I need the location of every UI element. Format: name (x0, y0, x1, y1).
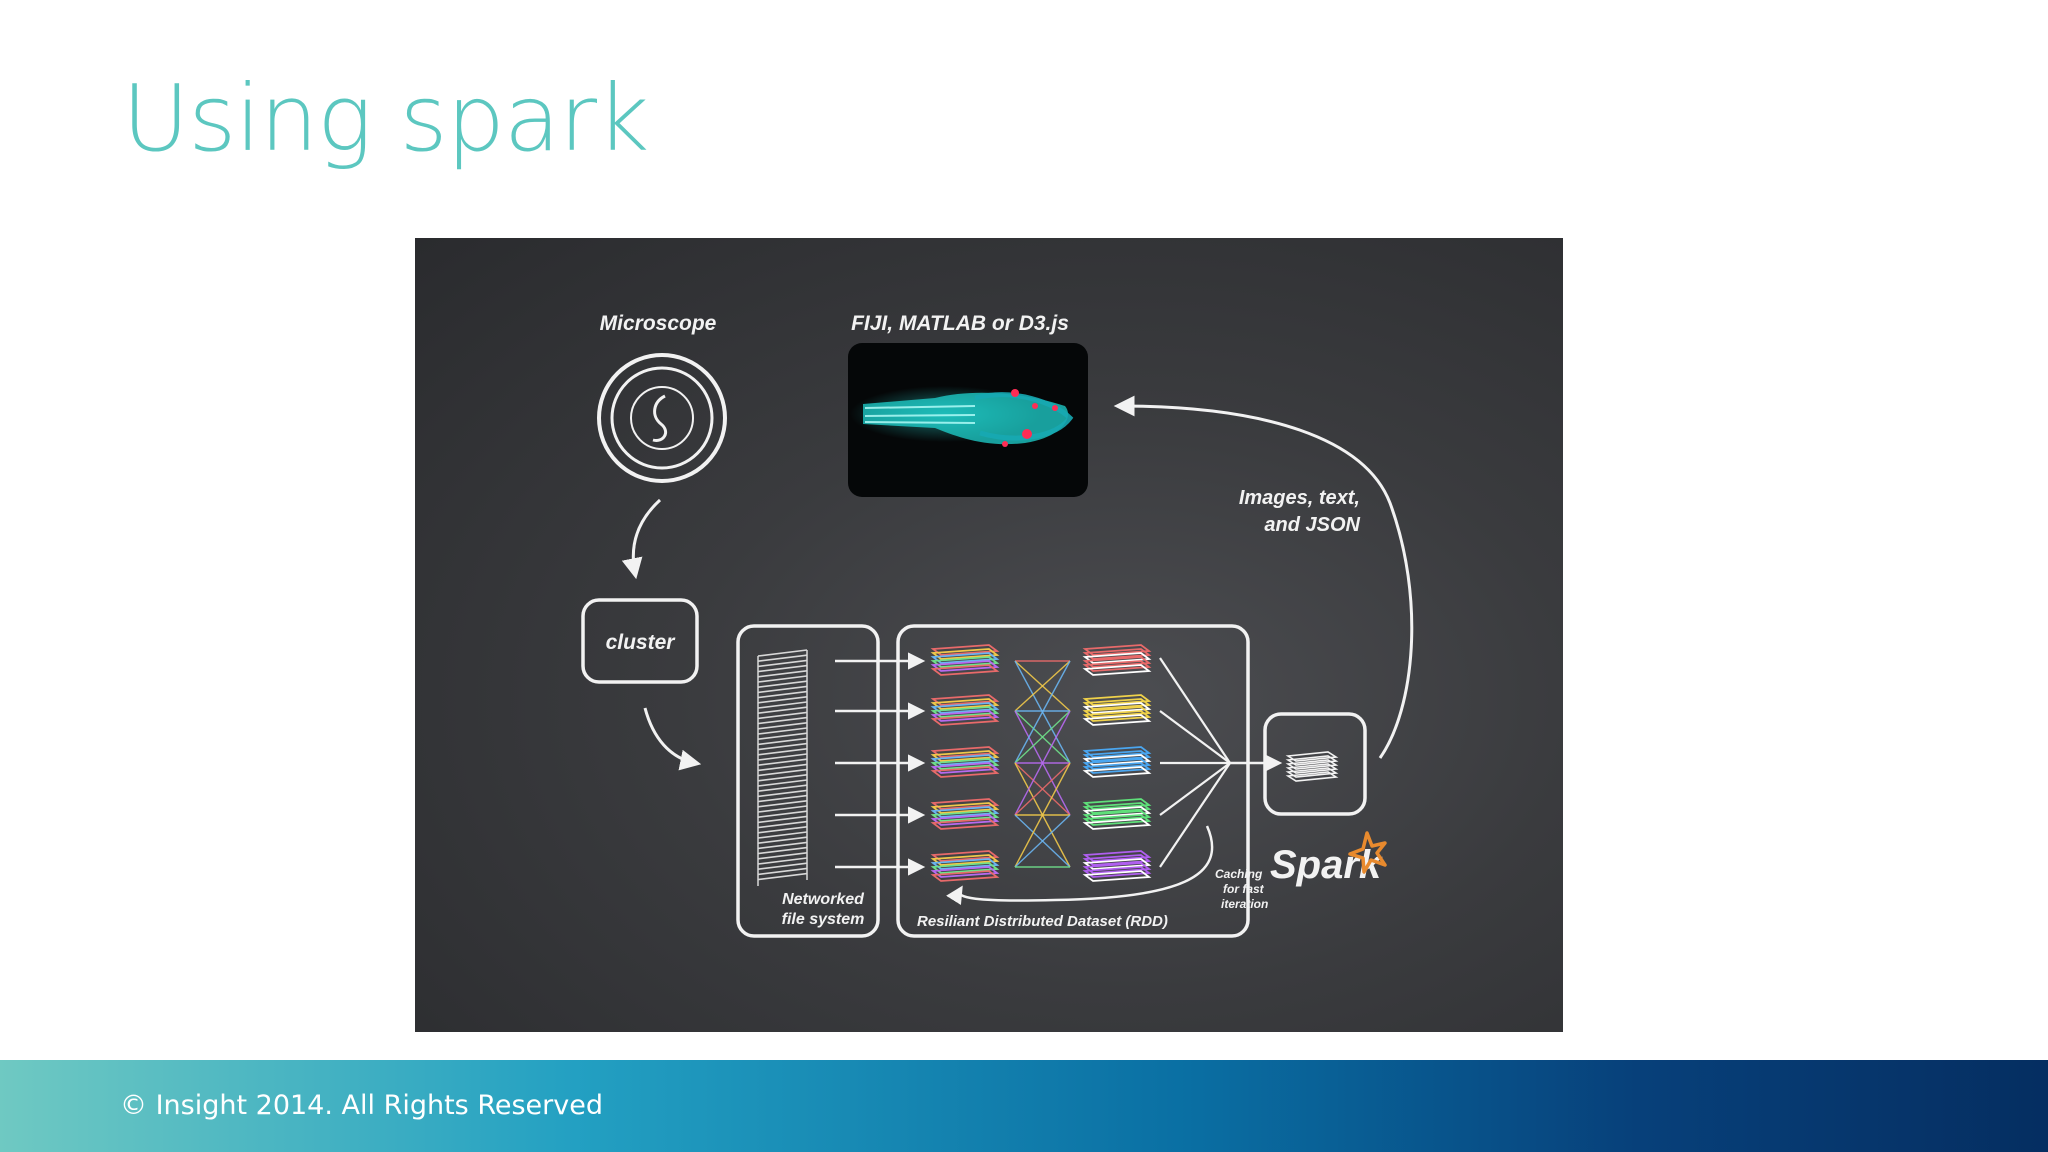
microscope-label: Microscope (600, 312, 717, 335)
arrow-microscope-to-cluster (621, 498, 662, 580)
copyright-text: © Insight 2014. All Rights Reserved (120, 1090, 603, 1121)
rdd-shuffle-lines (1014, 660, 1071, 868)
arrow-output-to-viewer (1113, 395, 1414, 759)
arrows-rdd-to-output (1159, 657, 1283, 868)
diagram-canvas: Microscope cluster Networked file system (581, 312, 1414, 938)
arrow-cluster-to-nfs (643, 707, 702, 771)
output-stack-icon (1285, 751, 1339, 782)
caching-label-line1: Caching (1215, 867, 1263, 881)
cluster-label: cluster (606, 631, 677, 654)
cluster-box (581, 598, 699, 684)
nfs-label-line1: Networked (782, 891, 865, 908)
output-label-line2: and JSON (1264, 514, 1360, 536)
rdd-label: Resiliant Distributed Dataset (RDD) (917, 913, 1168, 930)
spark-architecture-diagram: Microscope cluster Networked file system (415, 238, 1563, 1032)
slide-title: Using spark (122, 65, 649, 172)
arrows-nfs-to-rdd (835, 652, 926, 876)
caching-label-line3: iteration (1221, 897, 1268, 911)
output-label-line1: Images, text, (1239, 487, 1360, 509)
nfs-box (736, 624, 880, 938)
footer-bar: © Insight 2014. All Rights Reserved (0, 1060, 2048, 1152)
rdd-box (896, 624, 1250, 938)
nfs-label-line2: file system (782, 911, 865, 928)
viewer-image-panel (848, 343, 1088, 497)
microscope-icon (597, 353, 727, 483)
spark-star-icon (1348, 831, 1387, 874)
rdd-partitions-input (930, 644, 1000, 882)
caching-loop-arrow (946, 825, 1214, 906)
viewer-label: FIJI, MATLAB or D3.js (851, 312, 1069, 335)
nfs-storage-stack-icon (757, 649, 808, 886)
caching-label-line2: for fast (1223, 882, 1265, 896)
spark-logo-text: Spark (1270, 843, 1383, 887)
rdd-partitions-output (1082, 644, 1152, 882)
output-box (1263, 712, 1367, 816)
